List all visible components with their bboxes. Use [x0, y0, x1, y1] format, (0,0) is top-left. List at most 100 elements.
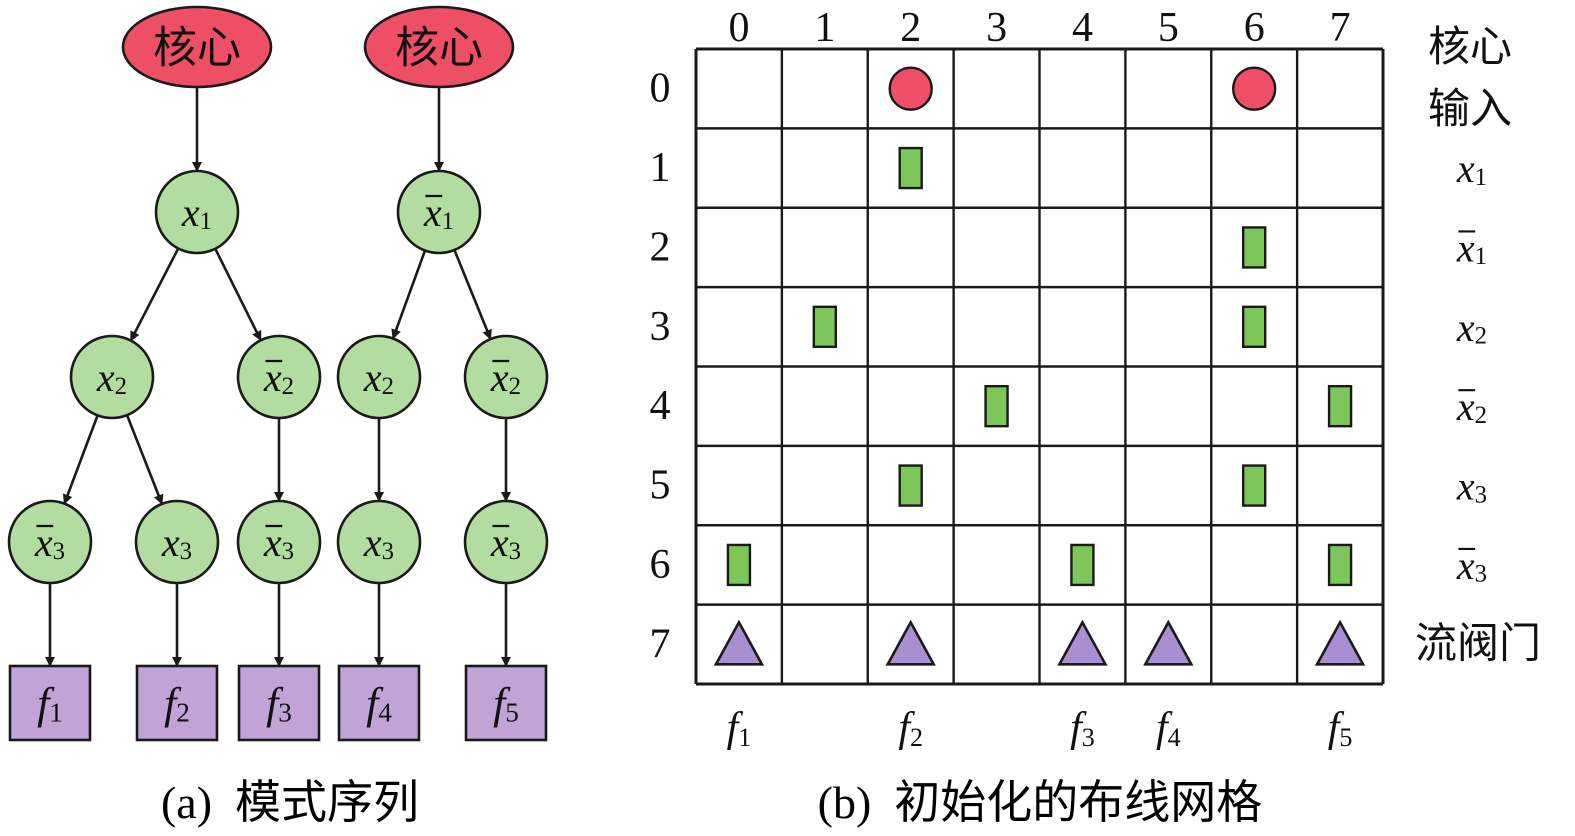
svg-text:x1: x1 [1456, 146, 1487, 191]
svg-text:x3: x3 [1456, 463, 1487, 508]
svg-text:f4: f4 [1156, 705, 1181, 752]
flow-valve-label: 流阀门 [1415, 621, 1541, 667]
core-input-label: 输入 [1428, 87, 1512, 133]
variable-node-label: x3 [263, 520, 294, 565]
svg-text:x3: x3 [161, 520, 192, 565]
function-leaf [237, 664, 321, 742]
grid-row-label: 6 [650, 542, 671, 588]
grid-row-variable-label: x3 [1456, 463, 1487, 508]
variable-node-label: x1 [181, 190, 212, 235]
svg-text:x2: x2 [1456, 384, 1487, 429]
control-cell-marker [1070, 543, 1095, 587]
core-input-marker [888, 66, 933, 111]
control-cell-marker [898, 464, 923, 507]
variable-node-label: x3 [490, 520, 521, 565]
function-leaf [8, 664, 92, 742]
core-node-label: 核心 [395, 24, 483, 73]
grid-output-label: f3 [1070, 705, 1095, 752]
tree-edge-arrow [125, 414, 164, 505]
svg-text:x3: x3 [263, 520, 294, 565]
tree-edge-arrow [129, 247, 180, 342]
grid-column-label: 3 [986, 5, 1007, 51]
grid-row-label: 0 [650, 66, 671, 112]
svg-text:x1: x1 [1456, 225, 1487, 270]
grid-row-label: 3 [650, 304, 671, 350]
grid-output-label: f2 [898, 705, 923, 752]
grid-column-label: 5 [1158, 5, 1179, 51]
svg-text:x1: x1 [181, 190, 212, 235]
flow-valve-marker [1143, 619, 1194, 666]
flow-valve-marker [1057, 619, 1108, 666]
grid-row-label: 4 [650, 383, 671, 429]
grid-row-variable-label: x2 [1456, 304, 1487, 349]
svg-text:x3: x3 [490, 520, 521, 565]
control-cell-marker [984, 384, 1009, 428]
grid-column-label: 6 [1244, 5, 1265, 51]
core-input-label: 核心 [1428, 25, 1512, 71]
grid-row-label: 7 [650, 621, 671, 667]
svg-text:x3: x3 [1456, 542, 1487, 587]
variable-node-label: x2 [363, 355, 394, 400]
variable-node [69, 334, 155, 420]
svg-text:x1: x1 [423, 190, 454, 235]
flow-valve-marker [713, 619, 765, 666]
grid-row-variable-label: x2 [1456, 384, 1487, 429]
control-cell-marker [1241, 464, 1267, 507]
control-cell-marker [1241, 305, 1267, 349]
function-leaf [464, 664, 548, 742]
svg-text:x3: x3 [363, 520, 394, 565]
svg-text:x2: x2 [96, 355, 127, 400]
caption-pattern-sequence: (a) 模式序列 [161, 777, 419, 828]
control-cell-marker [898, 146, 923, 190]
svg-text:x2: x2 [363, 355, 394, 400]
routing-grid-lines [694, 47, 1385, 686]
core-input-marker [1231, 66, 1277, 111]
tree-edge-arrow [391, 250, 427, 340]
core-node-label: 核心 [153, 24, 241, 73]
variable-node-label: x3 [34, 520, 65, 565]
function-leaf [135, 664, 219, 742]
svg-text:x2: x2 [263, 355, 294, 400]
grid-column-label: 4 [1072, 5, 1093, 51]
tree-edge-arrow [453, 249, 492, 340]
grid-row-variable-label: x1 [1456, 146, 1487, 191]
variable-node [396, 169, 482, 255]
grid-output-label: f5 [1328, 705, 1353, 752]
grid-row-label: 1 [650, 145, 671, 191]
grid-row-label: 5 [650, 463, 671, 509]
grid-output-label: f1 [727, 705, 752, 752]
variable-node-label: x1 [423, 190, 454, 235]
svg-text:x2: x2 [490, 355, 521, 400]
svg-text:x2: x2 [1456, 304, 1487, 349]
control-cell-marker [1241, 226, 1267, 269]
control-cell-marker [726, 543, 752, 587]
svg-text:x3: x3 [34, 520, 65, 565]
svg-text:f5: f5 [1328, 705, 1353, 752]
caption-routing-grid: (b) 初始化的布线网格 [818, 777, 1263, 828]
control-cell-marker [812, 305, 838, 349]
tree-edge-arrow [214, 248, 262, 342]
flow-valve-marker [885, 619, 936, 666]
svg-text:f1: f1 [727, 705, 752, 752]
variable-node-label: x2 [96, 355, 127, 400]
flow-valve-marker [1314, 619, 1366, 666]
grid-column-label: 0 [728, 5, 749, 51]
variable-node-label: x3 [363, 520, 394, 565]
variable-node [154, 169, 240, 255]
svg-text:f2: f2 [898, 705, 923, 752]
variable-node-label: x2 [263, 355, 294, 400]
grid-row-variable-label: x1 [1456, 225, 1487, 270]
control-cell-marker [1327, 543, 1353, 587]
grid-row-variable-label: x3 [1456, 542, 1487, 587]
svg-text:f3: f3 [1070, 705, 1095, 752]
control-cell-marker [1327, 384, 1353, 428]
grid-column-label: 1 [814, 5, 835, 51]
grid-row-label: 2 [650, 224, 671, 270]
grid-column-label: 7 [1330, 5, 1351, 51]
function-leaf [337, 664, 421, 742]
variable-node-label: x3 [161, 520, 192, 565]
